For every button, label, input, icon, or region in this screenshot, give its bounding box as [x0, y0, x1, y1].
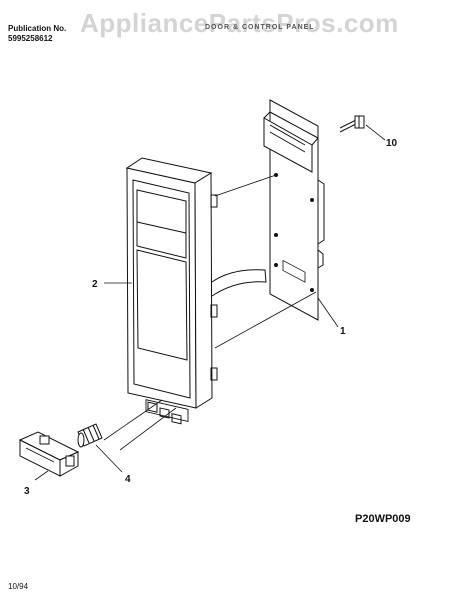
- part-3-latch-button[interactable]: [18, 431, 80, 477]
- part-2-control-panel[interactable]: [125, 157, 267, 425]
- watermark: AppliancePartsPros.com: [80, 8, 399, 38]
- drawing-code: P20WP009: [355, 513, 411, 525]
- callout-3: 3: [24, 486, 30, 497]
- publication-label: Publication No.: [8, 24, 67, 33]
- part-10-screw[interactable]: [339, 115, 365, 133]
- part-1-control-board[interactable]: [263, 99, 325, 321]
- revision-date: 10/94: [8, 582, 29, 591]
- callout-2: 2: [92, 279, 98, 290]
- part-4-spring[interactable]: [77, 423, 103, 448]
- explosion-lines: [103, 174, 317, 451]
- diagram-title: DOOR & CONTROL PANEL: [205, 24, 315, 31]
- callout-10: 10: [386, 138, 398, 149]
- publication-info: Publication No. 5995258612: [8, 24, 66, 44]
- callout-1: 1: [340, 326, 346, 337]
- callout-4: 4: [125, 474, 131, 485]
- publication-number: 5995258612: [8, 34, 53, 43]
- leader-lines: [34, 124, 386, 481]
